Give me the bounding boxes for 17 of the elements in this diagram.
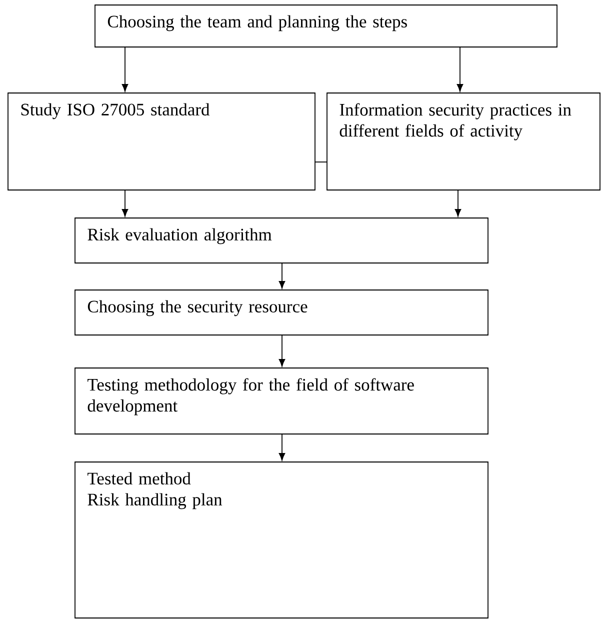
box-text: Testing methodology for the field of software development [88, 378, 414, 416]
arrow [122, 46, 128, 92]
process-box: Choosing the team and planning the steps [94, 4, 558, 48]
arrow [456, 46, 464, 92]
box-text: Study ISO 27005 standard [21, 103, 210, 120]
arrow [122, 190, 128, 217]
process-box [8, 92, 316, 190]
process-box: Choosing the security resource [74, 290, 488, 336]
process-box: Risk evaluation algorithm [74, 218, 488, 264]
arrow [278, 262, 286, 289]
box-text: Information security practices in different fields of activity [340, 103, 572, 140]
process-box [326, 92, 600, 190]
arrow [278, 334, 286, 367]
arrow [278, 434, 286, 461]
process-box: Tested method Risk handling plan [74, 462, 488, 618]
process-box [74, 368, 488, 434]
arrow [454, 190, 462, 217]
